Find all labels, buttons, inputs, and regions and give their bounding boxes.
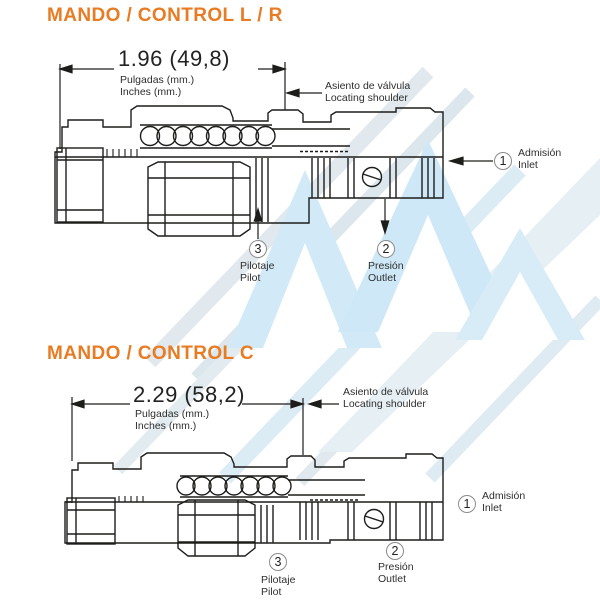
dimension-unit-line2: Inches (mm.) [135, 420, 197, 432]
pilot-label-es: Pilotaje [261, 574, 296, 586]
valve-drawing-lr [54, 105, 444, 237]
outlet-label-es: Presión [378, 561, 414, 573]
outlet-label-en: Outlet [378, 573, 407, 585]
valve-drawing-c [64, 452, 444, 557]
pilot-label-en: Pilot [240, 272, 261, 284]
callout-1-inlet: 1 [494, 152, 512, 170]
callout-3-pilot: 3 [249, 240, 267, 258]
dimension-unit-line1: Pulgadas (mm.) [135, 408, 210, 420]
pilot-label-es: Pilotaje [240, 260, 275, 272]
inlet-label-en: Inlet [482, 502, 502, 514]
inlet-label-es: Admisión [482, 490, 526, 502]
inlet-label-es: Admisión [518, 147, 562, 159]
dimension-lines-c [70, 397, 339, 461]
pilot-label-en: Pilot [261, 586, 282, 598]
section-title-c: MANDO / CONTROL C [47, 343, 254, 364]
shoulder-label-line2: Locating shoulder [325, 92, 408, 104]
callout-3-pilot: 3 [269, 553, 287, 571]
outlet-label-es: Presión [368, 260, 404, 272]
dimension-value-lr: 1.96 (49,8) [118, 46, 230, 71]
dimension-lines-lr [58, 62, 493, 239]
shoulder-label-line2: Locating shoulder [343, 398, 426, 410]
section-title-lr: MANDO / CONTROL L / R [47, 5, 283, 26]
callout-2-outlet: 2 [377, 240, 395, 258]
inlet-label-en: Inlet [518, 159, 538, 171]
shoulder-label-line1: Asiento de válvula [325, 80, 411, 92]
callout-2-outlet: 2 [386, 542, 404, 560]
watermark-logo [113, 66, 600, 487]
callout-1-inlet: 1 [458, 495, 476, 513]
dimension-unit-line2: Inches (mm.) [120, 86, 182, 98]
outlet-label-en: Outlet [368, 272, 397, 284]
shoulder-label-line1: Asiento de válvula [343, 386, 429, 398]
dimension-value-c: 2.29 (58,2) [133, 382, 245, 407]
dimension-unit-line1: Pulgadas (mm.) [120, 74, 195, 86]
